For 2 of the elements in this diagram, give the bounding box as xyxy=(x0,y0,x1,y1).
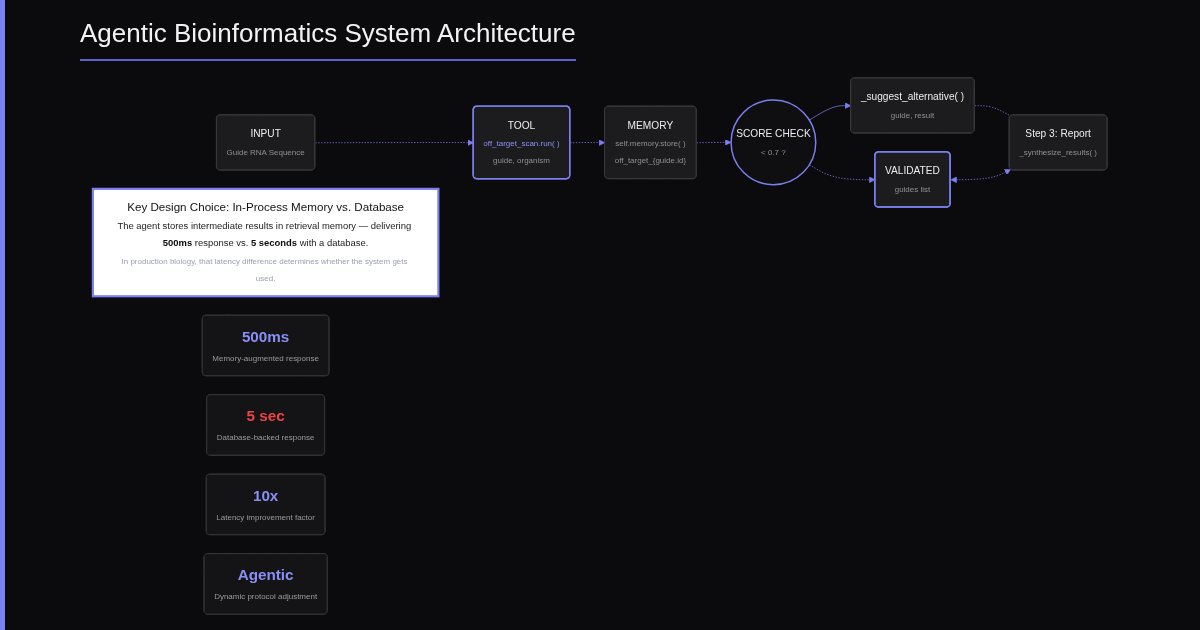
connector xyxy=(974,105,1012,117)
diagram-title: Agentic Bioinformatics System Architecture xyxy=(80,18,576,61)
